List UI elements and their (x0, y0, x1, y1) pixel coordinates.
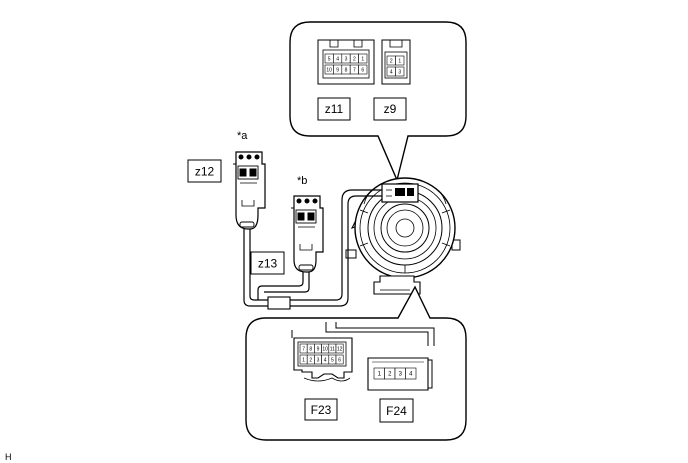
wire-harness (243, 229, 349, 310)
pin-number: 2 (309, 358, 312, 364)
pin-number: 3 (398, 70, 401, 76)
pin-number: 3 (345, 57, 348, 63)
pin-number: 1 (302, 358, 305, 364)
pin-number: 1 (398, 59, 401, 65)
pin-cell (405, 367, 417, 380)
pin-number: 5 (331, 358, 334, 364)
pin-number: 3 (317, 358, 320, 364)
z12-label: z12 (195, 165, 215, 179)
F23-label: F23 (311, 403, 332, 417)
pin-number: 2 (388, 372, 392, 378)
pin-number: 6 (338, 358, 341, 364)
pin-cell (395, 55, 405, 66)
spiral-cable-assembly (341, 177, 461, 295)
pin-number: 1 (361, 57, 364, 63)
pin-number: 12 (337, 347, 343, 353)
pin-number: 2 (353, 57, 356, 63)
star-b-marker: *b (297, 175, 307, 187)
pin-cell (335, 354, 344, 365)
pin-number: 3 (399, 372, 403, 378)
pin-number: 9 (317, 347, 320, 353)
pin-cell (358, 64, 368, 75)
z11-label: z11 (325, 102, 344, 116)
pin-cell (335, 343, 344, 354)
pin-number: 8 (309, 347, 312, 353)
F24-label: F24 (386, 404, 407, 418)
pin-number: 8 (345, 68, 348, 74)
corner-code: H (5, 452, 12, 462)
z12-connector (233, 151, 266, 230)
star-a-marker: *a (237, 130, 248, 142)
pin-number: 11 (330, 347, 335, 353)
pin-number: 4 (336, 57, 339, 63)
pin-number: 10 (326, 68, 332, 74)
z13-connector (291, 195, 324, 273)
pin-cell (358, 53, 368, 64)
pin-number: 2 (390, 59, 393, 65)
pin-number: 4 (409, 372, 413, 378)
pin-number: 10 (322, 347, 328, 353)
pin-cell (395, 66, 405, 77)
bottom-callout-frame (245, 285, 467, 441)
pin-number: 1 (378, 372, 382, 378)
pin-number: 9 (336, 68, 339, 74)
pin-number: 4 (324, 358, 327, 364)
pin-number: 7 (302, 347, 305, 353)
z9-label: z9 (384, 102, 397, 116)
pin-number: 7 (353, 68, 356, 74)
pin-number: 6 (361, 68, 364, 74)
pin-number: 5 (328, 57, 331, 63)
z13-label: z13 (258, 257, 278, 271)
pin-number: 4 (390, 70, 393, 76)
